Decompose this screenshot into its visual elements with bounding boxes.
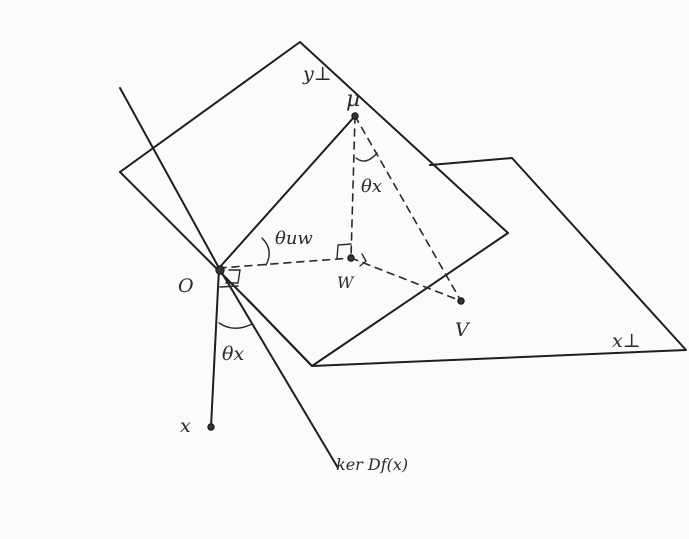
right-angle-marker-w [336, 243, 352, 260]
label-x: x [180, 415, 191, 437]
label-theta-uw: θuw [275, 228, 313, 249]
label-x-perp: x⊥ [612, 330, 641, 352]
right-angle-marker-o [225, 269, 241, 284]
segment-o-x [210, 267, 220, 428]
arc-theta-x-top [355, 152, 378, 162]
line-through-origin [119, 87, 220, 269]
dashed-mu-v [354, 115, 462, 302]
label-mu: μ [346, 87, 360, 112]
point-origin [215, 265, 225, 275]
point-x [207, 423, 215, 431]
arc-theta-x-bottom [218, 322, 253, 329]
label-theta-x-top: θx [361, 176, 382, 197]
label-origin: O [178, 275, 194, 297]
dashed-o-w [218, 257, 352, 269]
plane-y-perp [119, 41, 509, 367]
label-theta-x-bottom: θx [222, 343, 244, 365]
dashed-mu-w [350, 115, 356, 259]
label-w: W [337, 273, 355, 292]
arc-theta-uw [261, 237, 270, 266]
plane-y-perp-left-edge [119, 171, 249, 301]
segment-o-mu [218, 115, 356, 269]
point-mu [351, 112, 359, 120]
kernel-line [218, 267, 339, 469]
right-angle-marker-w-small [359, 253, 367, 267]
right-angle-tick-o [219, 285, 239, 288]
point-w [347, 254, 355, 262]
label-v: V [455, 319, 471, 341]
label-y-perp: y⊥ [302, 63, 332, 85]
point-v [457, 297, 465, 305]
label-kernel: ker Df(x) [336, 455, 408, 474]
dashed-w-v [350, 257, 462, 302]
